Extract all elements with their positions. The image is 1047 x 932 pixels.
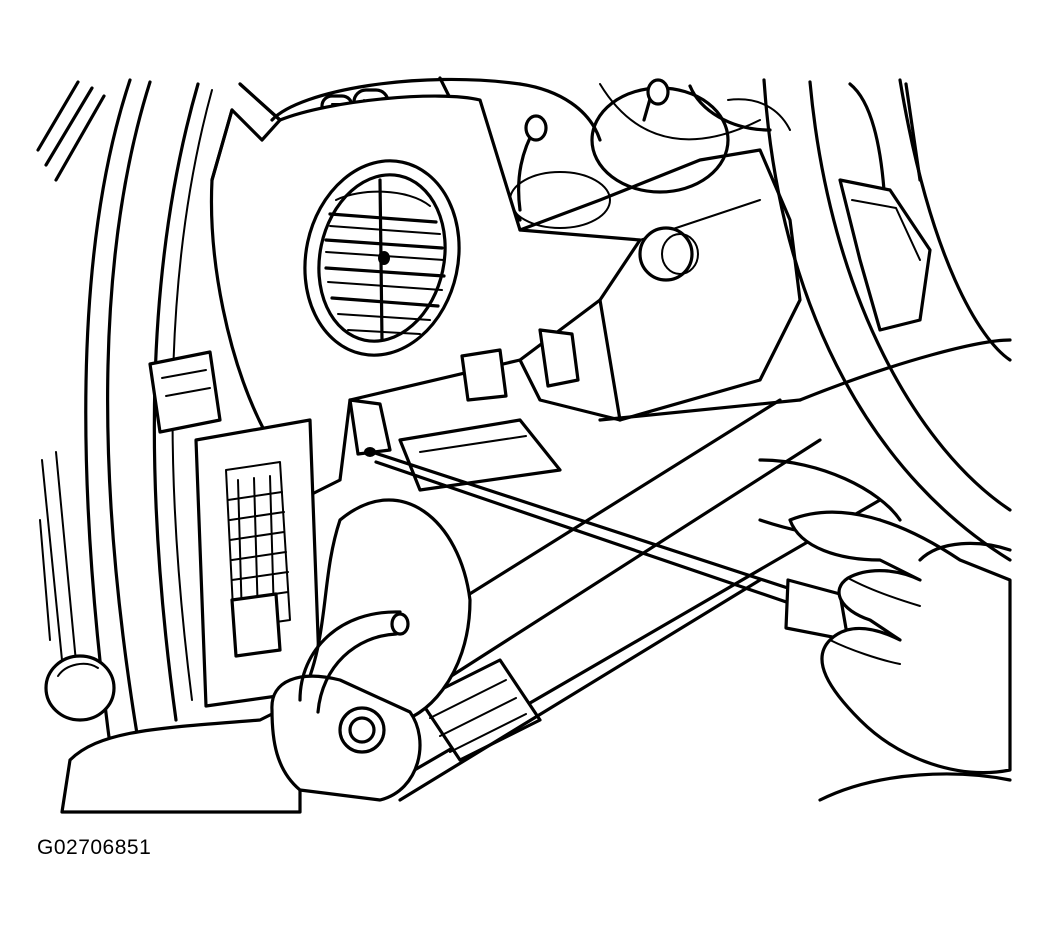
headlamp-knob (640, 228, 698, 280)
panel-clips (350, 330, 578, 490)
figure-id-label: G02706851 (37, 836, 152, 859)
tilt-lever (272, 500, 470, 800)
instrument-panel-illustration (0, 0, 1047, 830)
steering-wheel (760, 80, 1010, 560)
air-vent (287, 146, 476, 369)
fuse-block (150, 352, 320, 706)
instrument-panel-section (520, 150, 800, 420)
steering-column (300, 400, 880, 800)
shift-lever (40, 452, 114, 720)
technician-hand (790, 512, 1010, 800)
gauge-cluster (510, 80, 790, 228)
